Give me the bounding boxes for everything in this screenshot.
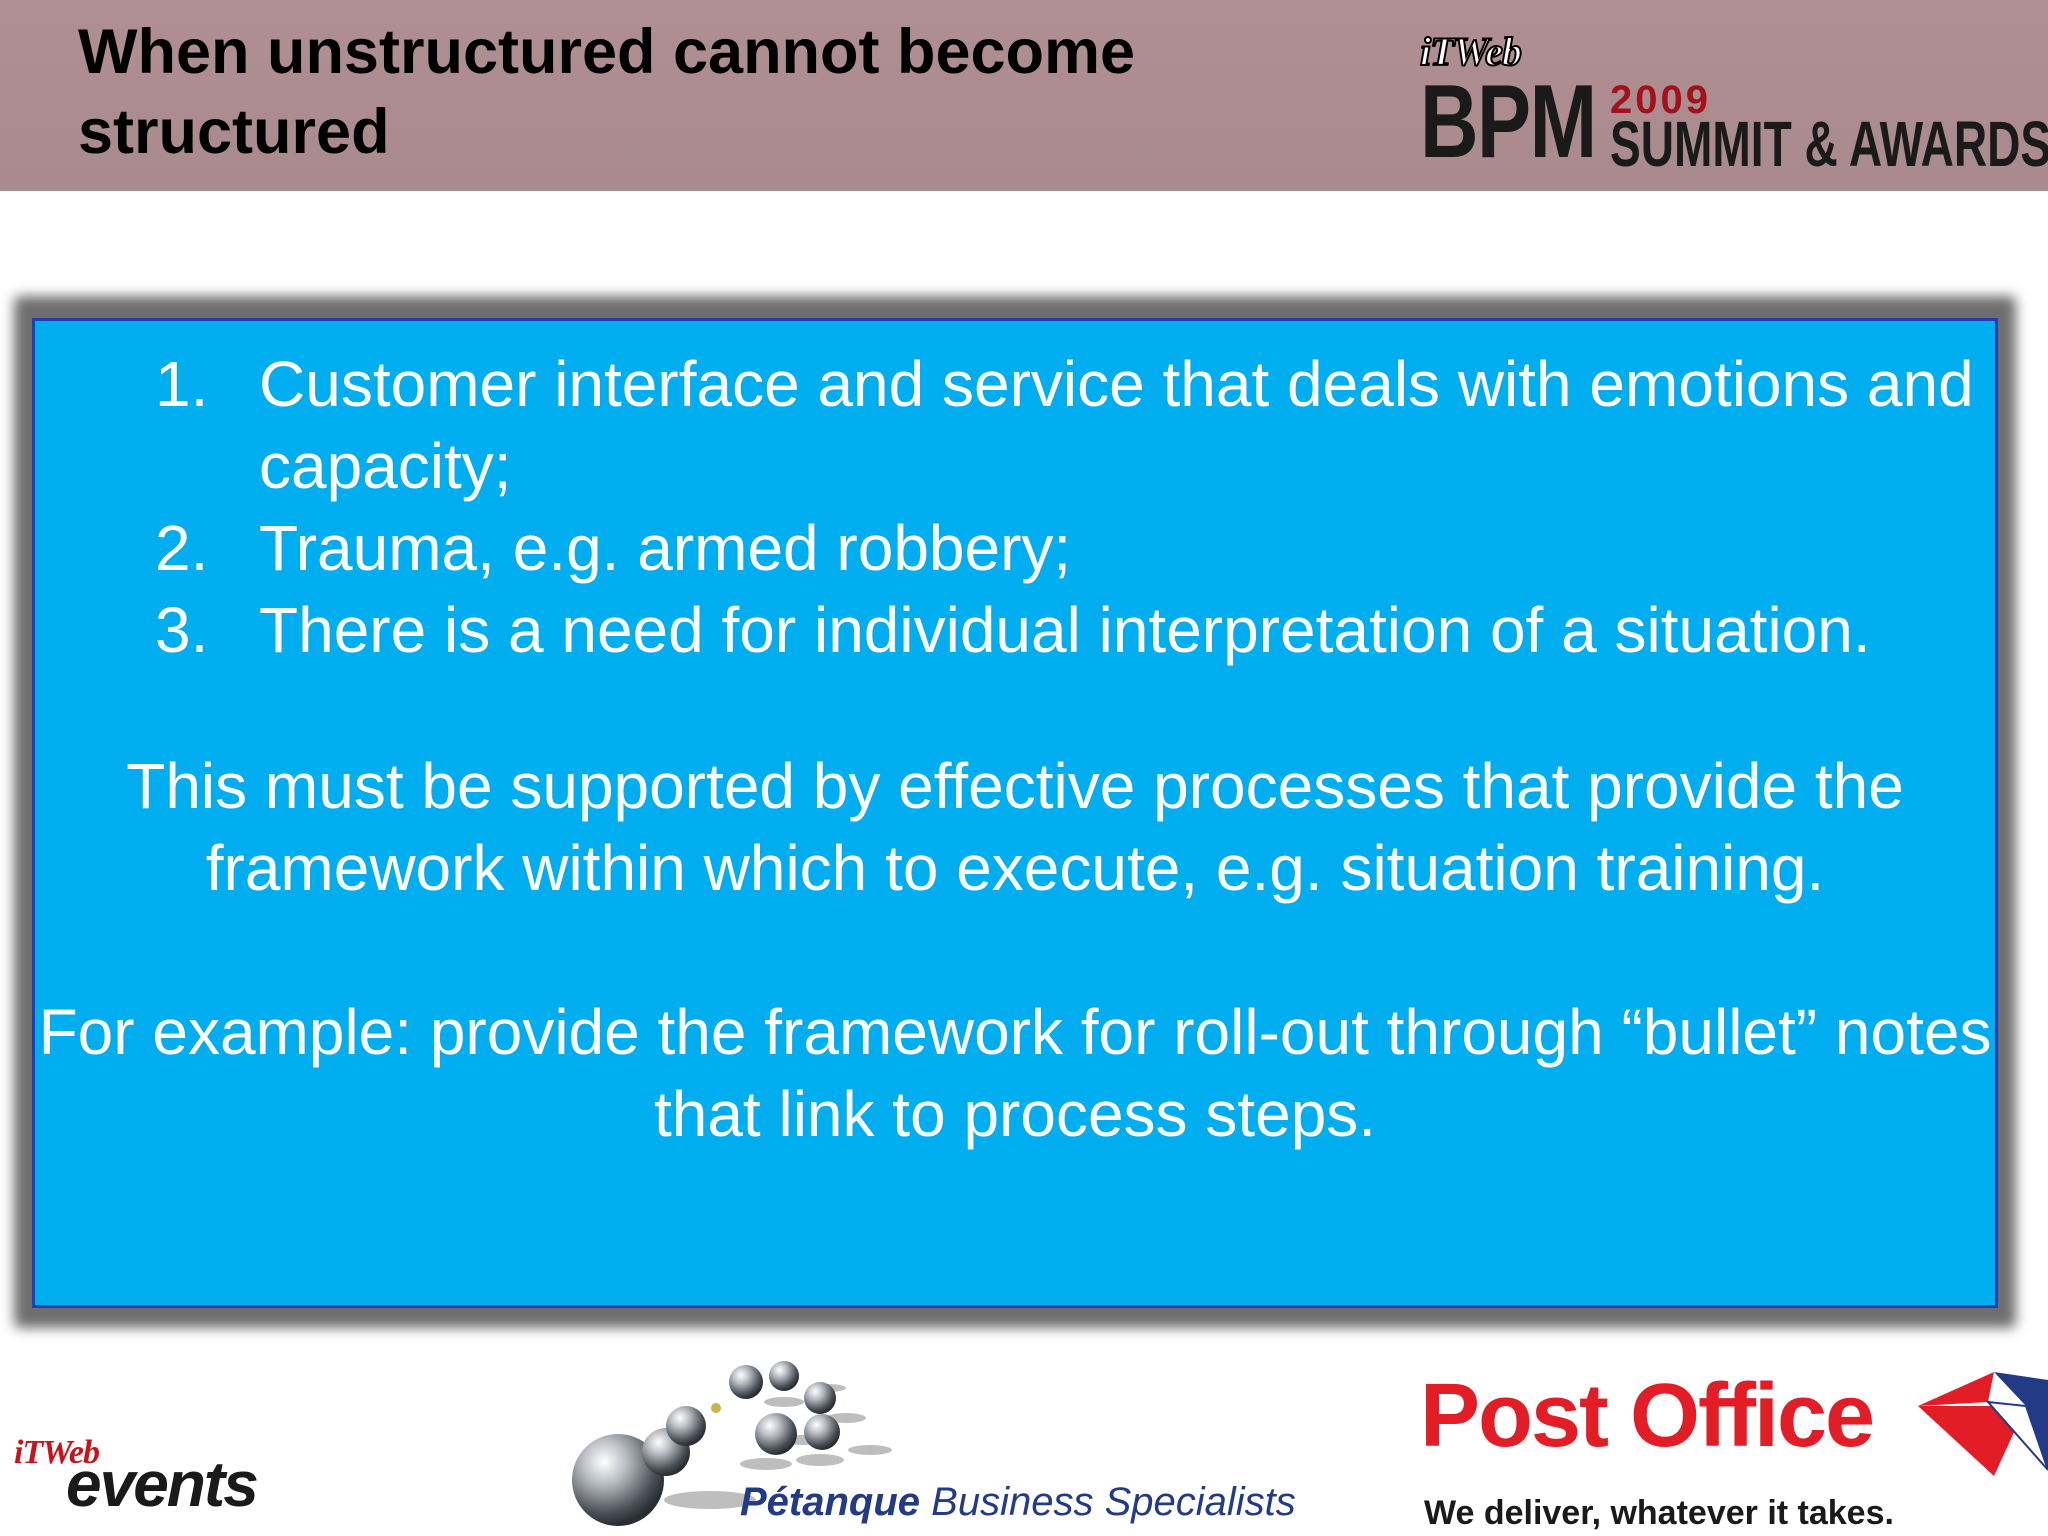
- support-paragraph: This must be supported by effective proc…: [126, 750, 1904, 904]
- list-number: 3.: [155, 594, 209, 666]
- list-text: Trauma, e.g. armed robbery;: [259, 512, 1072, 584]
- itweb-events-word: events: [66, 1448, 259, 1520]
- post-office-tagline: We deliver, whatever it takes.: [1424, 1494, 1894, 1532]
- post-office-name: Post Office: [1420, 1366, 1875, 1466]
- list-text: Customer interface and service that deal…: [259, 348, 1974, 502]
- list-item: 3. There is a need for individual interp…: [35, 589, 1995, 671]
- post-office-logo: Post Office We deliver, whatever it take…: [1420, 1366, 2048, 1536]
- petanque-name: Pétanque Business Specialists: [740, 1480, 1296, 1525]
- post-office-mark-icon: [1918, 1372, 2048, 1476]
- petanque-logo: Pétanque Business Specialists: [570, 1348, 1310, 1536]
- list-text: There is a need for individual interpret…: [259, 594, 1871, 666]
- bpm-summit-logo: iTWeb BPM 2009 SUMMIT & AWARDS: [1419, 28, 2048, 180]
- petanque-balls: [572, 1361, 840, 1526]
- itweb-events-brand: iTWeb: [14, 1434, 100, 1471]
- list-number: 2.: [155, 512, 209, 584]
- list-item: 1. Customer interface and service that d…: [35, 343, 1995, 507]
- bpm-subtitle: SUMMIT & AWARDS: [1610, 108, 2048, 180]
- list-number: 1.: [155, 348, 209, 420]
- example-paragraph: For example: provide the framework for r…: [38, 996, 1992, 1150]
- bpm-acronym: BPM: [1420, 64, 1597, 180]
- itweb-events-logo: iTWeb events: [14, 1434, 314, 1524]
- slide-header: When unstructured cannot become structur…: [0, 0, 2048, 191]
- numbered-list: 1. Customer interface and service that d…: [35, 343, 1995, 671]
- slide-title: When unstructured cannot become structur…: [78, 17, 1136, 167]
- bpm-year: 2009: [1610, 78, 1711, 122]
- itweb-logo-text: iTWeb: [1419, 28, 1523, 75]
- petanque-balls-icon: [572, 1361, 892, 1526]
- petanque-name-bold: Pétanque: [740, 1480, 921, 1524]
- petanque-shadows: [664, 1384, 892, 1509]
- petanque-jack: [711, 1403, 721, 1413]
- list-item: 2. Trauma, e.g. armed robbery;: [35, 507, 1995, 589]
- content-panel: 1. Customer interface and service that d…: [32, 318, 1998, 1308]
- petanque-name-rest: Business Specialists: [920, 1480, 1296, 1524]
